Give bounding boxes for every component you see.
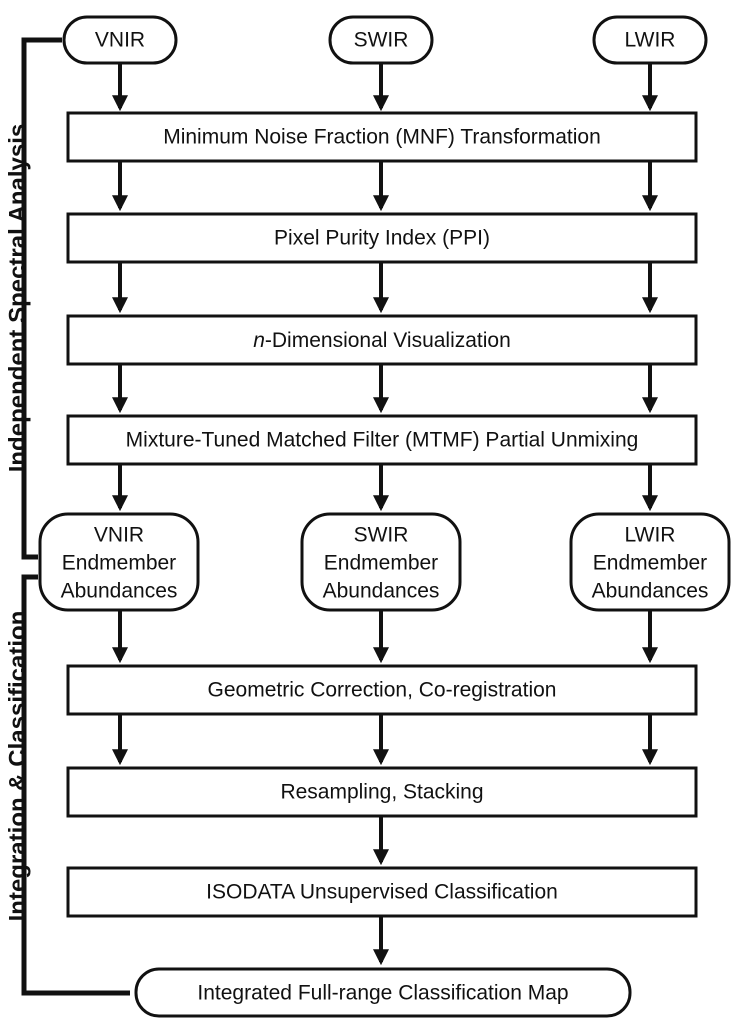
integration-bracket — [21, 574, 130, 996]
step-ndv-label: n-Dimensional Visualization — [253, 329, 511, 352]
abundance-lwir-line3: Abundances — [592, 580, 709, 603]
abundance-swir-line1: SWIR — [354, 524, 409, 547]
step-mtmf — [66, 414, 698, 466]
abundance-lwir-line2: Endmember — [593, 552, 707, 575]
output-classification-map — [134, 967, 632, 1018]
step-ppi-label: Pixel Purity Index (PPI) — [274, 227, 490, 250]
step-isodata-label: ISODATA Unsupervised Classification — [206, 881, 558, 904]
step-ndv-rest: -Dimensional Visualization — [265, 329, 511, 352]
input-label-lwir: LWIR — [625, 29, 676, 52]
abundance-swir-line3: Abundances — [323, 580, 440, 603]
abundance-vnir-line2: Endmember — [62, 552, 176, 575]
output-classification-map-label: Integrated Full-range Classification Map — [197, 982, 568, 1005]
abundance-swir-line2: Endmember — [324, 552, 438, 575]
abundance-vnir-line1: VNIR — [94, 524, 144, 547]
side-label-integration-classification: Integration & Classification — [5, 611, 32, 922]
step-geometric-correction-label: Geometric Correction, Co-registration — [208, 679, 557, 702]
step-mtmf-label: Mixture-Tuned Matched Filter (MTMF) Part… — [126, 429, 639, 452]
input-label-swir: SWIR — [354, 29, 409, 52]
step-resampling — [66, 766, 698, 818]
abundance-lwir-line1: LWIR — [625, 524, 676, 547]
step-mnf-label: Minimum Noise Fraction (MNF) Transformat… — [163, 126, 601, 149]
step-isodata — [66, 866, 698, 918]
step-ppi — [66, 212, 698, 264]
step-ndv — [66, 314, 698, 366]
step-ndv-italic: n — [253, 329, 265, 352]
side-label-spectral-analysis: Independent Spectral Analysis — [5, 124, 32, 473]
spectral-analysis-bracket — [21, 37, 62, 560]
abundance-vnir-line3: Abundances — [61, 580, 178, 603]
input-label-vnir: VNIR — [95, 29, 145, 52]
step-resampling-label: Resampling, Stacking — [280, 781, 483, 804]
